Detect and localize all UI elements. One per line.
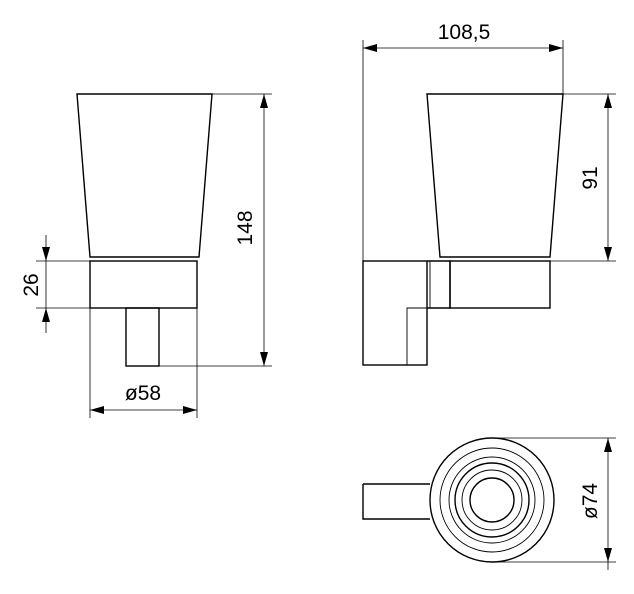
front-holder-ring — [89, 260, 198, 309]
dim-cup-height: 91 — [550, 93, 616, 262]
dim-74-label: ø74 — [579, 483, 602, 520]
dim-total-depth: 108,5 — [362, 21, 564, 261]
front-cup-outline — [76, 93, 213, 258]
top-ring-3 — [454, 462, 530, 538]
side-view — [362, 93, 564, 366]
dim-cup-diameter: ø74 — [492, 437, 616, 570]
side-bracket-step — [406, 307, 427, 365]
front-stem — [125, 307, 160, 367]
front-view — [76, 93, 213, 367]
side-bracket-arm — [427, 260, 451, 309]
side-wall-plate — [362, 260, 428, 366]
dim-58-label: ø58 — [125, 382, 161, 405]
top-ring-4 — [461, 469, 523, 531]
side-holder-ring — [449, 260, 551, 309]
dim-26-label: 26 — [20, 273, 43, 296]
top-inner-circle — [469, 477, 515, 523]
dim-148-label: 148 — [234, 210, 257, 245]
dim-total-height: 148 — [159, 93, 272, 367]
side-cup-outline — [426, 93, 564, 258]
dim-108-label: 108,5 — [438, 21, 491, 44]
top-ring-2 — [448, 456, 536, 544]
top-ring-1 — [439, 447, 545, 553]
dim-holder-height: 26 — [20, 235, 90, 333]
top-wall-arm — [362, 483, 430, 520]
dim-holder-diameter: ø58 — [89, 308, 198, 418]
top-view — [362, 437, 555, 563]
dim-91-label: 91 — [579, 166, 602, 189]
